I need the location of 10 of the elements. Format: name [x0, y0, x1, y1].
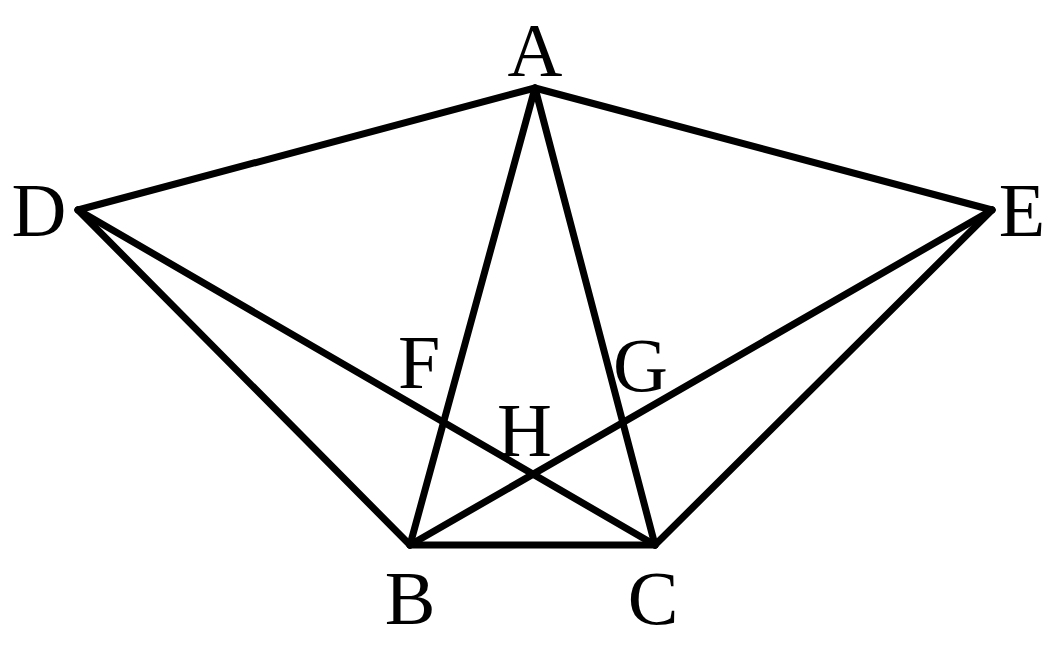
- intersection-label: F: [398, 330, 441, 394]
- intersection-label: H: [497, 398, 552, 462]
- vertex-label: E: [998, 178, 1046, 242]
- vertex-label: B: [384, 566, 436, 630]
- vertex-label: C: [627, 566, 679, 630]
- vertex-label: D: [11, 178, 67, 242]
- line-segment: [651, 206, 996, 549]
- intersection-label: G: [613, 333, 668, 397]
- vertex-label: A: [507, 18, 563, 82]
- line-segment: [406, 541, 659, 549]
